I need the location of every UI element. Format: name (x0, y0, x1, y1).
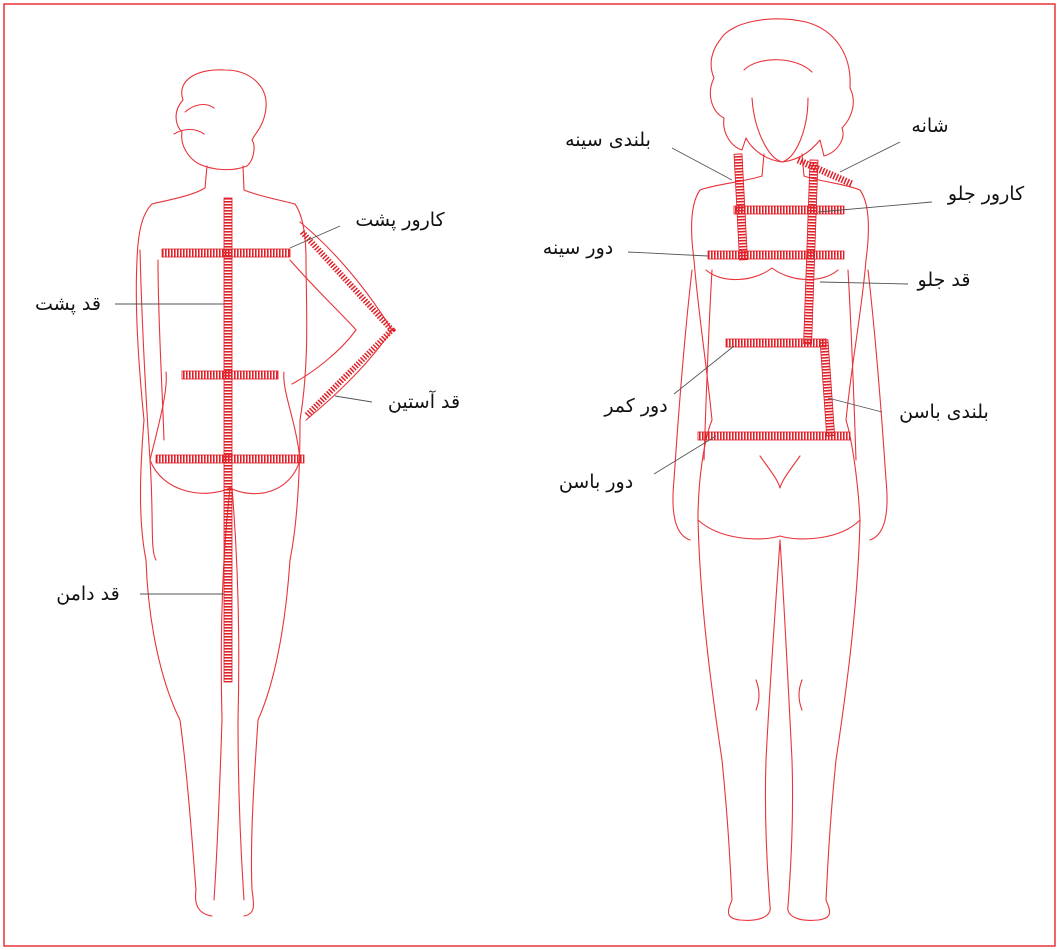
back-length-label: قد پشت (35, 293, 101, 315)
back-figure (136, 70, 392, 916)
sleeve-length-leader (335, 396, 372, 402)
back-length-tape (224, 198, 232, 682)
waist-circumference-tape (726, 339, 826, 347)
hip-circumference-leader (654, 436, 716, 474)
shoulder-label: شانه (911, 115, 948, 137)
bust-circumference-label: دور سینه (543, 237, 613, 259)
bust-circumference-leader (628, 252, 708, 256)
bust-circumference-tape (708, 251, 844, 259)
sleeve-length-label: قد آستین (388, 389, 460, 413)
back-waist-tape (182, 371, 278, 379)
back-yoke-label: کارور پشت (355, 209, 445, 231)
sleeve-length-tape (302, 232, 392, 416)
waist-circumference-label: دور کمر (603, 395, 667, 417)
front-yoke-label: کارور جلو (947, 183, 1025, 205)
back-hip-tape (156, 455, 304, 463)
front-figure (673, 19, 887, 920)
front-yoke-tape (734, 206, 844, 214)
bust-height-leader (672, 148, 732, 180)
hip-height-leader (828, 398, 882, 412)
back-yoke-tape (162, 249, 290, 257)
shoulder-tape (798, 160, 852, 184)
hip-height-label: بلندی باسن (899, 401, 989, 423)
skirt-length-label: قد دامن (56, 583, 119, 605)
front-length-label: قد جلو (917, 269, 971, 291)
frame-border (4, 4, 1055, 946)
shoulder-leader (840, 142, 900, 172)
hip-circumference-tape (698, 432, 850, 440)
hip-height-tape (820, 340, 835, 436)
hip-circumference-label: دور باسن (559, 471, 633, 493)
bust-height-label: بلندی سینه (565, 129, 651, 151)
